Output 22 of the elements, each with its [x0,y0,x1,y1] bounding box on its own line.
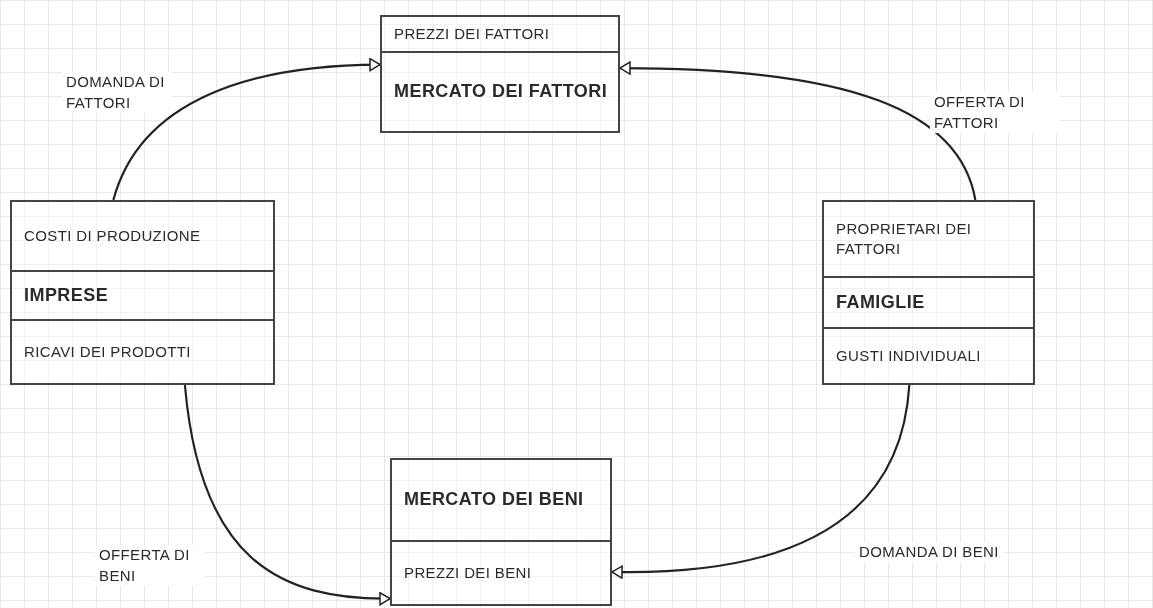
box-subtitle: COSTI DI PRODUZIONE [24,225,201,246]
edge-label: DOMANDA DI BENI [855,542,1003,563]
entity-box [10,200,275,385]
box-subtitle: PREZZI DEI BENI [404,562,532,583]
entity-box [390,458,612,606]
box-title: MERCATO DEI BENI [404,488,584,512]
box-subtitle: PROPRIETARI DEI FATTORI [836,218,973,260]
edge-label: OFFERTA DI FATTORI [930,92,1060,134]
edge-label: DOMANDA DI FATTORI [62,72,172,114]
curved-arrow [611,384,911,579]
curved-arrow [112,58,381,201]
box-subtitle: RICAVI DEI PRODOTTI [24,341,191,362]
curved-arrow [183,384,391,606]
entity-box [380,15,620,133]
edge-label: OFFERTA DI BENI [95,545,205,587]
box-subtitle: GUSTI INDIVIDUALI [836,345,981,366]
curved-arrow [619,61,977,201]
box-title: FAMIGLIE [836,291,925,315]
box-subtitle: PREZZI DEI FATTORI [394,23,550,44]
box-title: IMPRESE [24,284,109,308]
entity-box [822,200,1035,385]
box-title: MERCATO DEI FATTORI [394,80,608,104]
